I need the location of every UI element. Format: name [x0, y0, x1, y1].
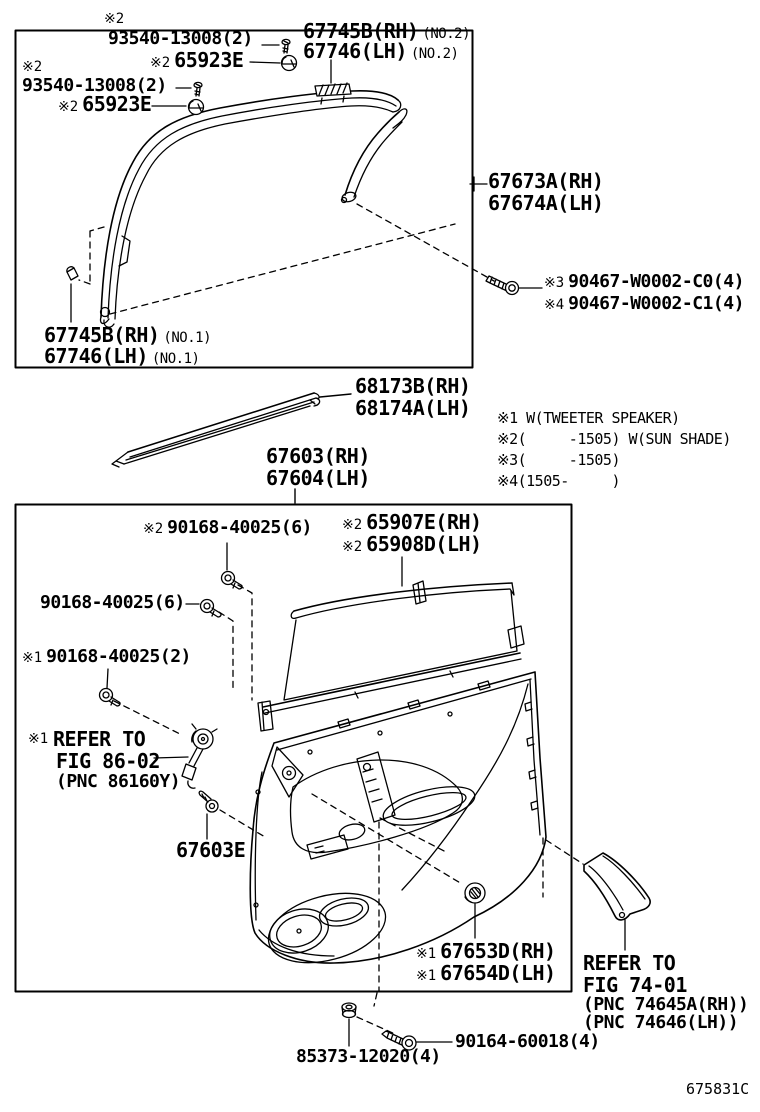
belt-molding-drawing [111, 392, 352, 468]
footnote-1: ※1 W(TWEETER SPEAKER) [497, 409, 680, 427]
frame-assembly-box [14, 29, 474, 369]
screw-icon [381, 1030, 417, 1051]
part-label-marker: ※2 [22, 59, 43, 75]
clip-icon [198, 790, 219, 813]
bolt-icon [98, 687, 121, 707]
part-label-93540-a: 93540-13008(2) [108, 28, 253, 49]
part-label-67603e: 67603E [176, 838, 246, 862]
tweeter-ref-marker: ※1 [28, 731, 49, 747]
tweeter-speaker-drawing [181, 723, 218, 789]
quarter-ref-line4: (PNC 74646(LH)) [583, 1012, 739, 1033]
division-bar-drawing [340, 108, 408, 204]
door-trim-panel-drawing [249, 671, 547, 964]
part-label-93540-b: 93540-13008(2) [22, 75, 167, 96]
part-label-marker: ※2 [104, 12, 124, 27]
sun-shade-drawing [257, 580, 525, 732]
alignment-dashes-top [78, 203, 495, 315]
tweeter-ref-line3: (PNC 86160Y) [56, 771, 181, 792]
screw-icon [193, 81, 203, 97]
part-label-68174-lh: 68174A(LH) [355, 396, 471, 420]
footnote-4: ※4(1505- ) [497, 472, 620, 490]
part-label-90164: 90164-60018(4) [455, 1031, 600, 1052]
pushpin-icon [485, 275, 520, 296]
footnote-2: ※2( -1505) W(SUN SHADE) [497, 430, 731, 448]
bolt-icon [220, 570, 243, 590]
trim-grommet-icon [464, 882, 486, 904]
footnote-marker: ※2 [104, 11, 125, 27]
cushion-pad-icon [314, 82, 352, 97]
leader-lines-bottom [106, 542, 626, 1047]
bolt-icon [199, 598, 222, 618]
trim-panel-box [14, 503, 573, 993]
leader-lines-top [70, 44, 543, 323]
alignment-dashes-bottom [113, 584, 584, 1035]
quarter-trim-drawing [583, 852, 651, 921]
quarter-ref-line3: (PNC 74645A(RH)) [583, 994, 749, 1015]
window-frame-molding-drawing [99, 82, 402, 328]
part-label-67673-rh: 67673A(RH) [488, 169, 604, 193]
quarter-ref-line1: REFER TO [583, 951, 676, 975]
part-label-85373: 85373-12020(4) [296, 1046, 441, 1067]
part-label-67746-no1-lh: 67746(LH)(NO.1) [44, 344, 200, 368]
part-label-67603-rh: 67603(RH) [266, 444, 370, 468]
part-label-68173-rh: 68173B(RH) [355, 374, 471, 398]
cap-icon [341, 1002, 357, 1019]
part-label-90168-6: 90168-40025(6) [40, 592, 185, 613]
screw-icon [281, 38, 291, 54]
part-label-67674-lh: 67674A(LH) [488, 191, 604, 215]
grommet-icon [187, 98, 205, 116]
part-label-67604-lh: 67604(LH) [266, 466, 370, 490]
footnote-3: ※3( -1505) [497, 451, 620, 469]
tweeter-ref-line1: REFER TO [53, 727, 146, 751]
figure-code: 675831C [686, 1080, 750, 1098]
part-label-67745-no2-rh: 67745B(RH)(NO.2) [303, 19, 470, 43]
cushion-pin-icon [66, 266, 79, 281]
tweeter-ref-line2: FIG 86-02 [56, 749, 160, 773]
grommet-icon [280, 54, 298, 72]
part-label-67745-no1-rh: 67745B(RH)(NO.1) [44, 323, 211, 347]
part-label-67746-no2-lh: 67746(LH)(NO.2) [303, 39, 459, 63]
quarter-ref-line2: FIG 74-01 [583, 973, 687, 997]
